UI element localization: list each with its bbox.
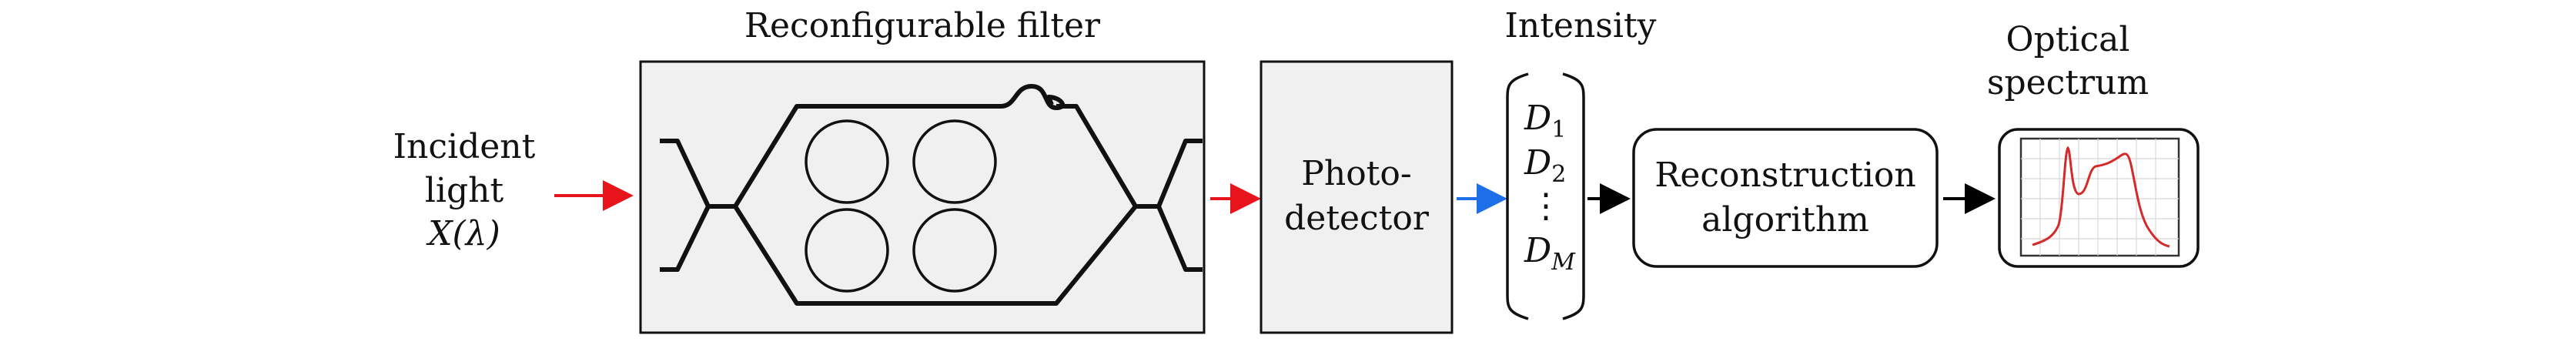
photodetector-box xyxy=(1260,60,1454,334)
spectrum-thumbnail-icon xyxy=(2019,137,2180,257)
algorithm-line2: algorithm xyxy=(1701,200,1869,239)
intensity-dots: ⋮ xyxy=(1529,186,1563,226)
right-bracket xyxy=(1562,72,1585,320)
intensity-title: Intensity xyxy=(1505,6,1657,45)
intensity-d2: D2 xyxy=(1524,143,1566,188)
spectrum-title-line1: Optical xyxy=(2006,20,2130,59)
ring-resonator-icon xyxy=(912,208,997,293)
photodetector-line1: Photo- xyxy=(1301,154,1411,193)
incident-light-symbol: X(λ) xyxy=(426,214,500,253)
intensity-d1: D1 xyxy=(1524,99,1566,143)
interferometer-icon xyxy=(660,84,1203,306)
ring-resonator-icon xyxy=(912,119,997,204)
spectrum-curve xyxy=(2032,146,2170,248)
photodetector-line2: detector xyxy=(1284,199,1430,238)
spectrum-title-line2: spectrum xyxy=(1987,63,2149,102)
filter-title: Reconfigurable filter xyxy=(744,6,1101,45)
incident-light-line1: Incident xyxy=(393,127,536,166)
ring-resonators-icon xyxy=(805,119,997,293)
algorithm-line1: Reconstruction xyxy=(1654,156,1916,195)
intensity-vector: D1 D2 ⋮ DM xyxy=(1506,72,1585,320)
filter-box xyxy=(639,60,1206,334)
ring-resonator-icon xyxy=(805,119,889,204)
ring-resonator-icon xyxy=(805,208,889,293)
incident-light-label: Incident light X(λ) xyxy=(393,127,536,253)
incident-light-line2: light xyxy=(425,171,504,210)
intensity-dm: DM xyxy=(1524,231,1576,276)
left-bracket xyxy=(1506,72,1529,320)
algorithm-box xyxy=(1632,128,1939,268)
